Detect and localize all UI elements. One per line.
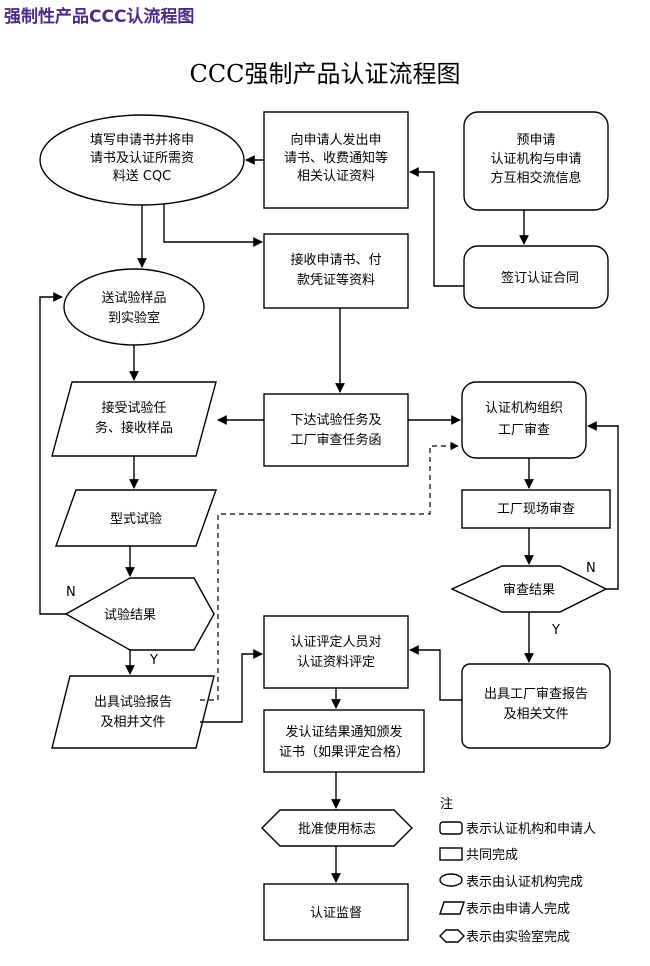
node-fill-application: 填写申请书并将申 请书及认证所需资 料送 CQC [39,114,245,206]
node-approve-mark: 批准使用标志 [261,809,413,847]
node-send-sample-line-1: 送试验样品 [101,290,166,306]
node-accept-test: 接受试验任 务、接收样品 [51,381,217,457]
node-issue-application: 向申请人发出申 请书、收费通知等 相关认证资料 [263,111,409,209]
node-send-sample: 送试验样品 到实验室 [63,268,205,346]
node-fill-application-line-2: 请书及认证所需资 [90,151,194,166]
node-evaluation-line-1: 认证评定人员对 [290,635,381,650]
node-supervision: 认证监督 [263,883,409,941]
node-test-report-line-2: 及相并文件 [100,715,165,730]
legend-rounded-rect-icon [439,821,463,835]
edge-fill-to-receive [163,204,263,247]
node-assign-tasks: 下达试验任务及 工厂审查任务函 [263,393,409,467]
legend-item-5: 表示由实验室完成 [466,929,570,945]
edge-label-audit-no: N [586,561,596,576]
node-issue-certificate-line-1: 发认证结果通知颁发 [285,724,402,740]
node-approve-mark-line-1: 批准使用标志 [298,821,376,837]
node-test-report-line-1: 出具试验报告 [94,694,172,710]
node-assign-tasks-line-2: 工厂审查任务函 [290,432,381,448]
legend: 注 表示认证机构和申请人 共同完成 表示由认证机构完成 表示由申请人完成 表示由… [439,797,596,945]
node-accept-test-line-1: 接受试验任 [101,400,166,416]
node-audit-report-line-1: 出具工厂审查报告 [484,687,588,702]
edge-label-test-yes: Y [149,653,158,668]
node-evaluation-line-2: 认证资料评定 [297,655,375,670]
legend-item-1: 表示认证机构和申请人 [466,822,596,837]
edge-audit-report-to-eval [409,645,462,701]
node-assign-tasks-line-1: 下达试验任务及 [290,412,381,428]
legend-parallelogram-icon [439,901,465,915]
node-test-result: 试验结果 [64,577,215,651]
node-org-factory-audit: 认证机构组织 工厂审查 [461,381,587,459]
node-fill-application-line-1: 填写申请书并将申 [90,133,194,148]
node-supervision-line-1: 认证监督 [310,906,362,921]
node-pre-application-line-1: 预申请 [516,133,555,148]
node-issue-application-line-2: 请书、收费通知等 [284,150,388,166]
edge-report-to-eval [200,649,263,723]
node-factory-onsite-line-1: 工厂现场审查 [497,502,575,517]
legend-ellipse-icon [439,873,463,887]
node-receive-application: 接收申请书、付 款凭证等资料 [263,233,409,309]
node-test-result-line-1: 试验结果 [104,607,156,623]
node-audit-report: 出具工厂审查报告 及相关文件 [461,663,611,749]
node-accept-test-line-2: 务、接收样品 [95,420,173,436]
header-title: 强制性产品CCC认流程图 [4,7,195,27]
node-receive-application-line-1: 接收申请书、付 [290,252,381,268]
node-pre-application: 预申请 认证机构与申请 方互相交流信息 [463,111,609,211]
legend-item-4: 表示由申请人完成 [466,902,570,917]
edge-test-no-loop [39,292,66,615]
edge-label-test-no: N [66,585,76,600]
diagram-title: CCC强制产品认证流程图 [189,60,460,88]
node-fill-application-line-3: 料送 CQC [113,169,172,184]
node-issue-application-line-3: 相关认证资料 [297,169,375,184]
node-type-test: 型式试验 [55,489,217,547]
node-org-factory-audit-line-1: 认证机构组织 [485,401,563,416]
edge-label-audit-yes: Y [551,623,560,638]
node-issue-certificate-line-2: 证书（如果评定合格） [279,744,409,760]
legend-item-2: 共同完成 [466,848,518,863]
node-audit-result: 审查结果 [450,565,608,613]
node-sign-contract-line-1: 签订认证合同 [501,270,579,286]
node-issue-certificate: 发认证结果通知颁发 证书（如果评定合格） [263,709,425,773]
legend-hexagon-icon [439,929,465,943]
node-audit-result-line-1: 审查结果 [503,583,555,598]
node-sign-contract: 签订认证合同 [463,245,609,309]
node-evaluation: 认证评定人员对 认证资料评定 [263,615,409,689]
legend-title: 注 [440,797,453,812]
node-send-sample-line-2: 到实验室 [108,310,160,326]
node-org-factory-audit-line-2: 工厂审查 [498,423,550,438]
node-receive-application-line-2: 款凭证等资料 [297,272,375,288]
node-pre-application-line-2: 认证机构与申请 [490,152,581,167]
edge-contract-to-issue [409,167,464,287]
edge-audit-no-loop [587,421,619,590]
legend-rect-icon [439,847,463,861]
node-issue-application-line-1: 向申请人发出申 [290,132,381,148]
node-test-report: 出具试验报告 及相并文件 [51,675,215,749]
edge-report-dashed-to-org [200,441,459,701]
legend-item-3: 表示由认证机构完成 [466,875,583,890]
node-audit-report-line-2: 及相关文件 [503,707,568,722]
node-pre-application-line-3: 方互相交流信息 [490,170,581,186]
node-type-test-line-1: 型式试验 [110,511,162,527]
node-factory-onsite: 工厂现场审查 [461,489,611,529]
